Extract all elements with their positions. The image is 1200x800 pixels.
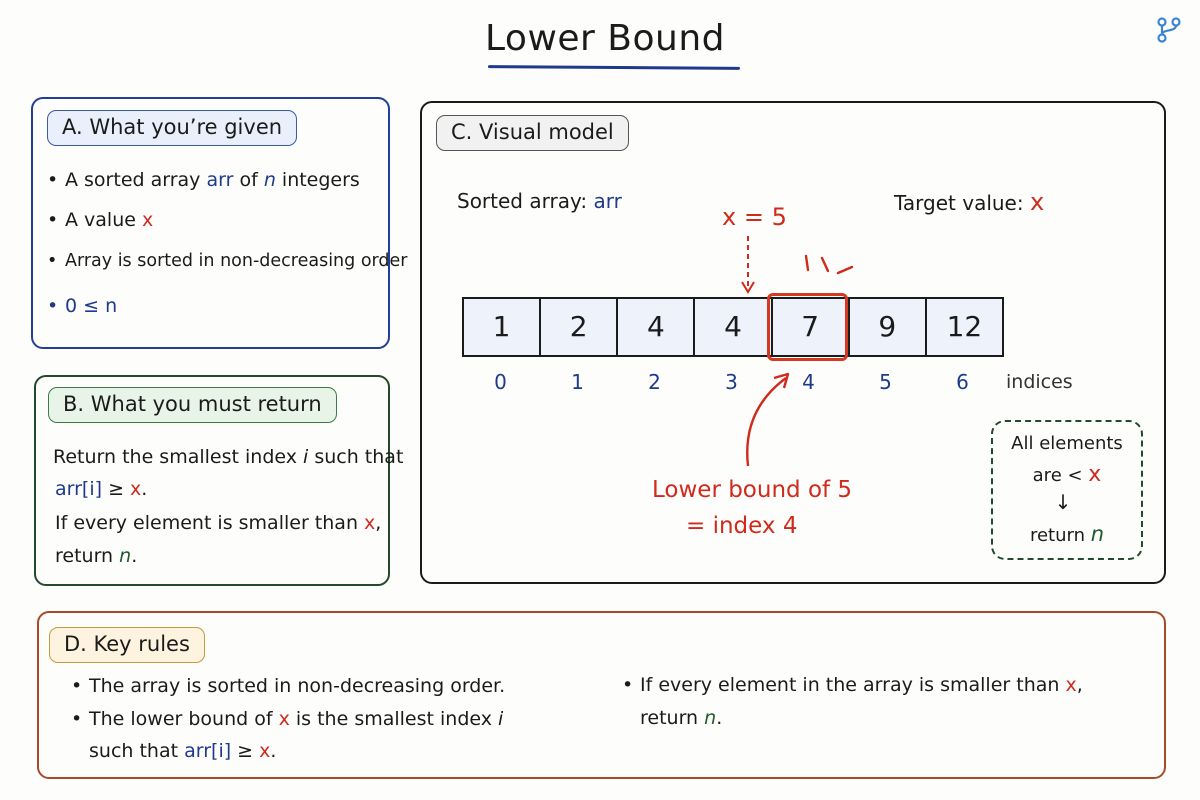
git-branch-icon xyxy=(1157,17,1181,43)
section-d-heading: D. Key rules xyxy=(49,627,205,663)
array-cell: 1 xyxy=(464,299,542,355)
lower-bound-line1: Lower bound of 5 xyxy=(652,477,853,503)
section-b-heading: B. What you must return xyxy=(48,387,337,423)
sparkle-mark xyxy=(804,254,854,275)
target-value-label: Target value: x xyxy=(894,188,1045,216)
index-label: 5 xyxy=(879,370,892,394)
x-equals-label: x = 5 xyxy=(722,203,787,231)
lower-bound-line2: = index 4 xyxy=(686,513,798,539)
section-a-heading: A. What you’re given xyxy=(47,110,298,146)
page-title: Lower Bound xyxy=(485,18,725,59)
index-label: 1 xyxy=(571,370,584,394)
array-cell: 4 xyxy=(618,299,696,355)
return-text-line2: arr[i] ≥ x. xyxy=(55,478,148,500)
array-cell: 7 xyxy=(773,299,850,355)
list-item: Array is sorted in non-decreasing order xyxy=(47,251,408,271)
note-line3: return n xyxy=(1029,522,1105,546)
list-item: If every element in the array is smaller… xyxy=(622,674,1083,696)
array-cell: 2 xyxy=(541,299,619,355)
list-item: The array is sorted in non-decreasing or… xyxy=(71,675,505,697)
all-smaller-note: All elements are < x ↓ return n xyxy=(991,420,1143,560)
down-arrow-icon: ↓ xyxy=(1054,490,1072,514)
list-item: A value x xyxy=(47,209,153,231)
array-cell: 4 xyxy=(695,299,773,355)
index-label: 3 xyxy=(725,370,738,394)
note-line1: All elements xyxy=(1011,433,1123,454)
array-cell: 9 xyxy=(850,299,927,355)
panel-what-youre-given: A. What you’re given A sorted array arr … xyxy=(31,97,407,349)
list-item: A sorted array arr of n integers xyxy=(47,169,360,191)
index-label: 2 xyxy=(648,370,661,394)
list-item: 0 ≤ n xyxy=(47,295,117,317)
index-label: 0 xyxy=(494,370,507,394)
return-text-line1: Return the smallest index i such that xyxy=(53,446,404,468)
indices-label: indices xyxy=(1006,371,1073,393)
curved-arrow-icon xyxy=(746,377,787,467)
panel-what-you-must-return: B. What you must return Return the small… xyxy=(34,375,403,586)
rule-continuation: such that arr[i] ≥ x. xyxy=(89,740,277,762)
note-line2: are < x xyxy=(1032,462,1102,487)
return-text-line4: return n. xyxy=(55,545,138,567)
panel-visual-model: C. Visual model Sorted array: arr Target… xyxy=(420,101,1166,584)
lower-bound-highlight xyxy=(767,293,848,361)
index-label: 4 xyxy=(802,370,815,394)
array-cell: 12 xyxy=(946,310,983,343)
section-c-heading: C. Visual model xyxy=(436,115,629,151)
rule-continuation: return n. xyxy=(640,707,723,729)
return-text-line3: If every element is smaller than x, xyxy=(55,512,382,534)
array-cells: 1 2 4 4 7 9 12 xyxy=(462,297,1004,357)
panel-key-rules: D. Key rules The array is sorted in non-… xyxy=(37,611,1166,779)
list-item: The lower bound of x is the smallest ind… xyxy=(71,708,503,730)
index-label: 6 xyxy=(956,370,969,394)
sorted-array-label: Sorted array: arr xyxy=(457,189,622,213)
